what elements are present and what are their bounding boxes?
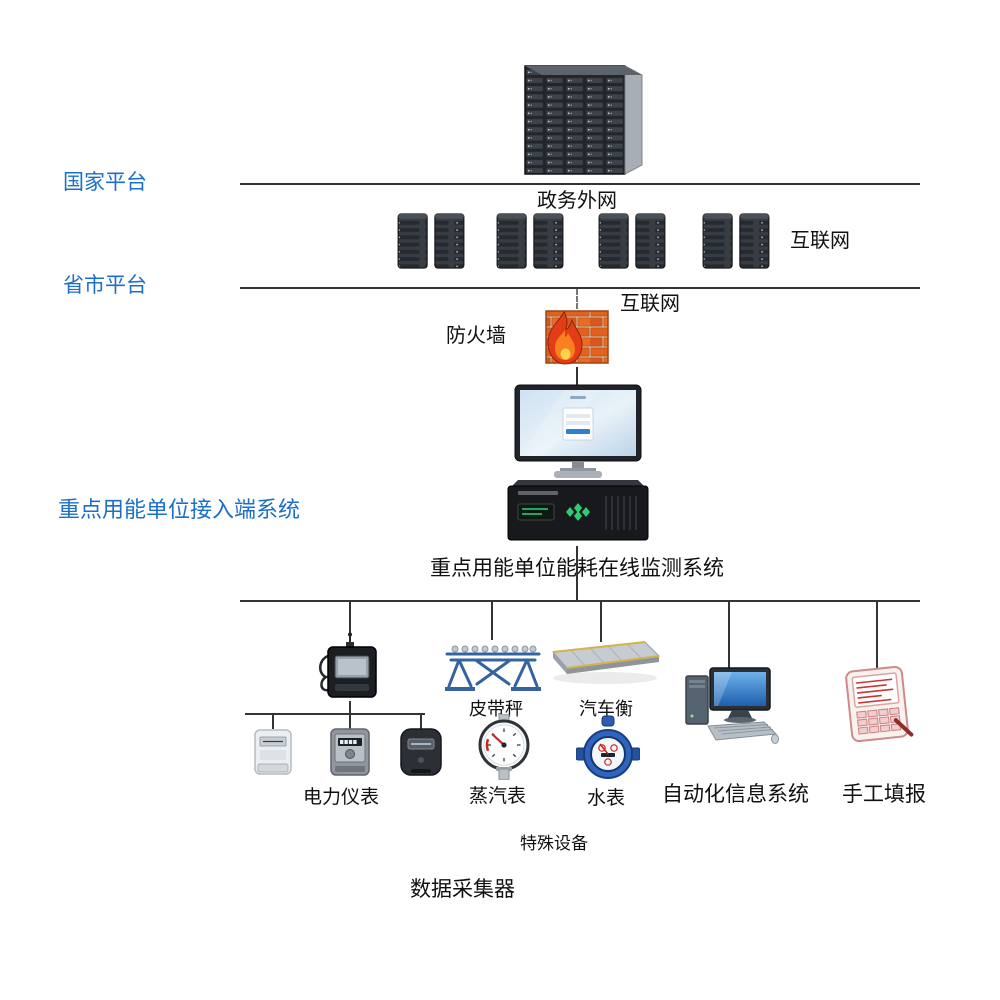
monitor-login-icon [514, 384, 642, 478]
bus-line-national [240, 183, 920, 185]
drop-meter-3 [420, 713, 422, 729]
tower-servers-icon [698, 212, 774, 270]
tower-servers-icon [492, 212, 568, 270]
drop-belt-scale [491, 600, 493, 640]
water-meter-label: 水表 [587, 788, 626, 809]
server-rack-cluster-icon [524, 65, 643, 175]
connector-collector-subbus [349, 701, 351, 713]
drop-meter-2 [349, 713, 351, 729]
drop-meter-1 [272, 713, 274, 729]
drop-truck-scale [600, 600, 602, 642]
subbus-line-meters [245, 713, 425, 715]
monitoring-host-icon [507, 480, 649, 541]
tower-servers-icon [393, 212, 469, 270]
connector-host-bus [576, 546, 578, 600]
connector-firewall-terminal [576, 367, 578, 386]
power-meters-label: 电力仪表 [303, 787, 380, 808]
data-collector-icon [319, 632, 377, 698]
drop-automation [728, 600, 730, 668]
drop-collector [349, 600, 351, 634]
internet-right-label: 互联网 [790, 230, 850, 252]
bus-line-devices [240, 600, 920, 602]
automation-system-icon [685, 667, 779, 744]
data-collector-label: 数据采集器 [410, 878, 515, 901]
special-equipment-label: 特殊设备 [520, 834, 588, 853]
automation-system-label: 自动化信息系统 [662, 783, 809, 806]
manual-entry-icon [845, 665, 914, 743]
gov-external-network-label: 政务外网 [537, 190, 617, 212]
steam-meter-icon [478, 714, 530, 780]
belt-scale-label: 皮带秤 [469, 699, 523, 719]
truck-scale-label: 汽车衡 [579, 699, 633, 719]
water-meter-icon [576, 715, 640, 779]
steam-meter-label: 蒸汽表 [469, 786, 527, 807]
electric-meter-white-icon [254, 729, 292, 775]
bus-line-province [240, 287, 920, 289]
belt-scale-icon [445, 645, 541, 691]
national-platform-label: 国家平台 [63, 171, 147, 194]
truck-scale-icon [551, 641, 661, 684]
drop-manual [876, 600, 878, 668]
dashed-connector [576, 289, 578, 309]
access-system-label: 重点用能单位接入端系统 [58, 497, 301, 522]
electric-meter-gray-icon [330, 728, 370, 776]
firewall-icon [545, 310, 609, 365]
province-platform-label: 省市平台 [63, 274, 147, 297]
electric-meter-black-icon [400, 728, 442, 776]
tower-servers-icon [594, 212, 670, 270]
internet-mid-label: 互联网 [620, 293, 680, 315]
firewall-label: 防火墙 [446, 325, 506, 347]
manual-entry-label: 手工填报 [842, 783, 926, 806]
